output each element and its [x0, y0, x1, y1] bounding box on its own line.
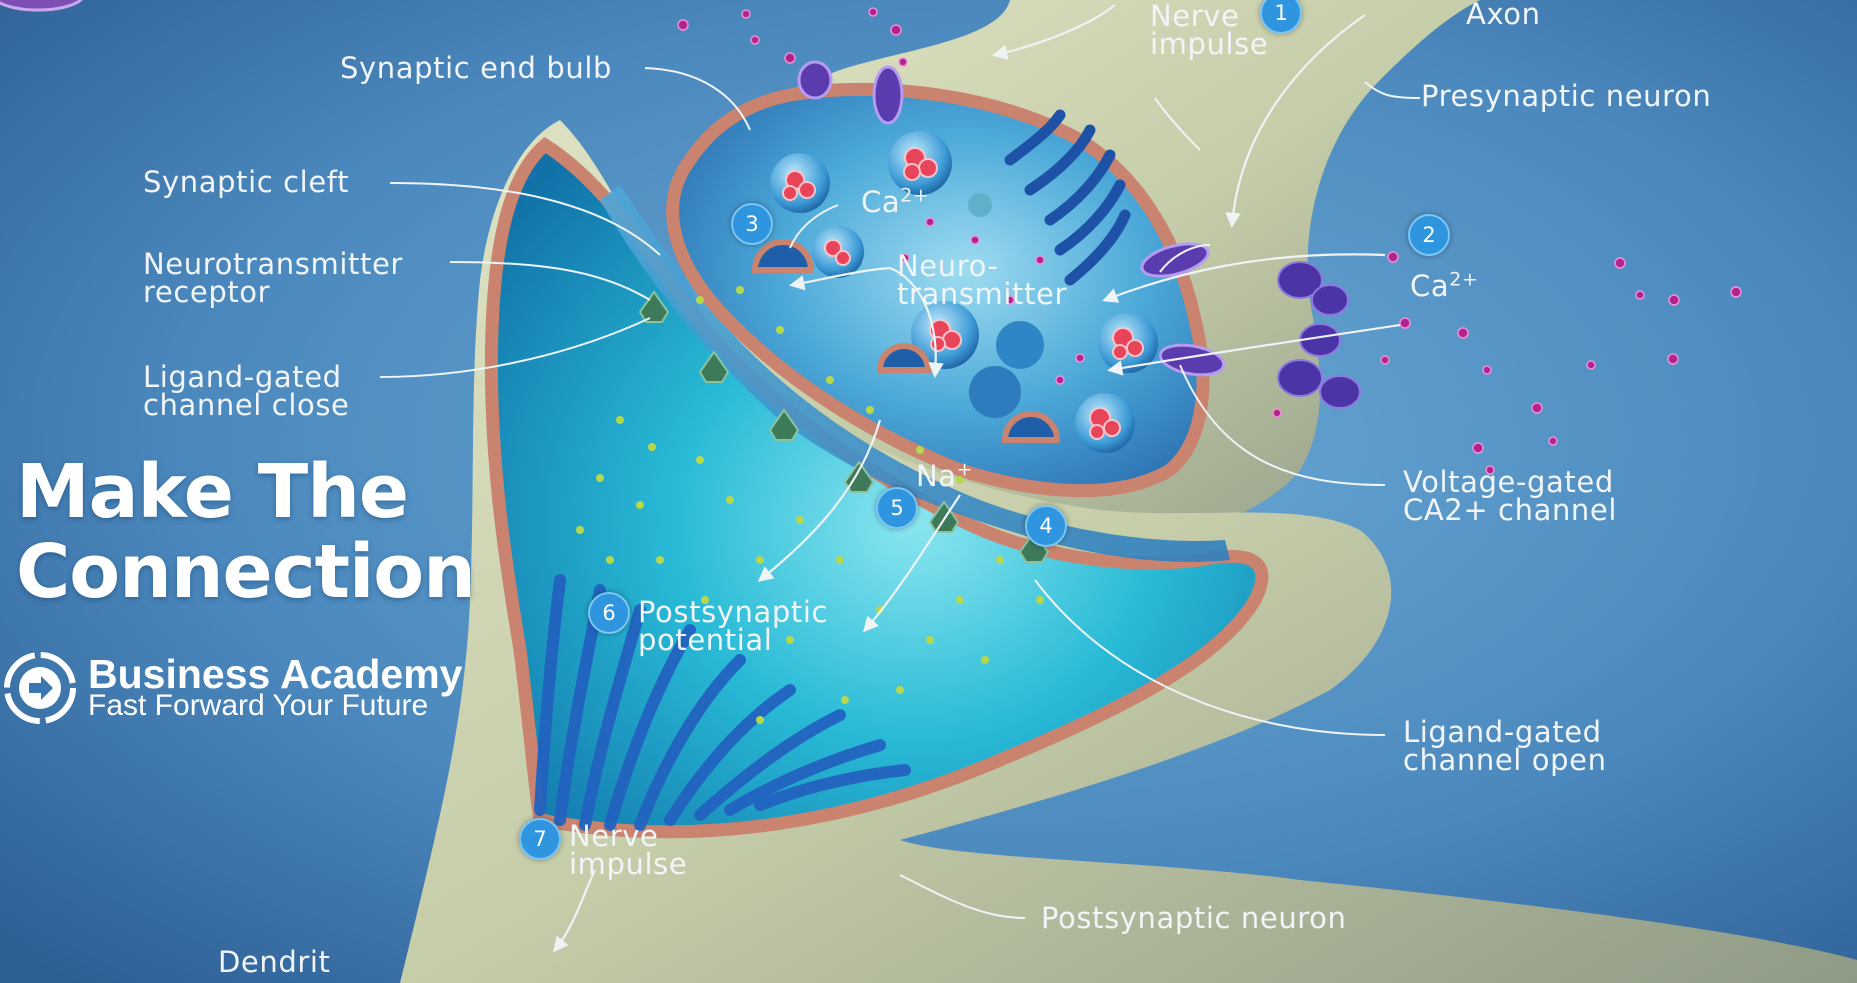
- calcium-channel-clusters: [1277, 261, 1361, 409]
- step-badge-3: 3: [731, 203, 773, 245]
- step-badge-6: 6: [588, 592, 630, 634]
- label-ca-outer: Ca2+: [1410, 268, 1479, 303]
- step-badge-4: 4: [1025, 505, 1067, 547]
- leader-lines: [379, 67, 1421, 919]
- step-badge-1: 1: [1260, 0, 1302, 34]
- voltage-gated-channels: [797, 60, 1226, 377]
- brand-name: Business Academy: [88, 651, 463, 697]
- sodium-ions: [576, 286, 1044, 724]
- top-left-cell: [0, 0, 83, 12]
- calcium-ions: [677, 7, 1742, 475]
- step-badge-2: 2: [1408, 214, 1450, 256]
- synaptic-cleft: [600, 185, 1230, 562]
- label-synaptic-end-bulb: Synaptic end bulb: [340, 51, 613, 85]
- label-dendrit: Dendrit: [218, 945, 331, 979]
- step-badge-5: 5: [876, 487, 918, 529]
- label-postsynaptic-neuron: Postsynaptic neuron: [1041, 901, 1347, 935]
- label-presynaptic-neuron: Presynaptic neuron: [1421, 79, 1712, 113]
- ligand-gated-channels: [638, 290, 1050, 563]
- neurotransmitter-clusters: [782, 147, 1144, 440]
- arrows: [553, 4, 1401, 953]
- brand-block: Business Academy Fast Forward Your Futur…: [0, 646, 490, 736]
- label-synaptic-cleft: Synaptic cleft: [143, 165, 350, 199]
- label-ca-inner: Ca2+: [861, 184, 930, 219]
- forward-arrow-circle-icon: [4, 652, 76, 724]
- headline: Make The Connection: [16, 449, 476, 615]
- presynaptic-tubules: [1004, 109, 1131, 286]
- step-badge-7: 7: [519, 818, 561, 860]
- brand-tagline: Fast Forward Your Future: [88, 689, 429, 722]
- label-neurotransmitter: Neuro-transmitter: [897, 249, 1067, 311]
- label-axon: Axon: [1466, 0, 1541, 31]
- fusing-vesicles: [751, 239, 1061, 443]
- label-na: Na+: [916, 458, 974, 493]
